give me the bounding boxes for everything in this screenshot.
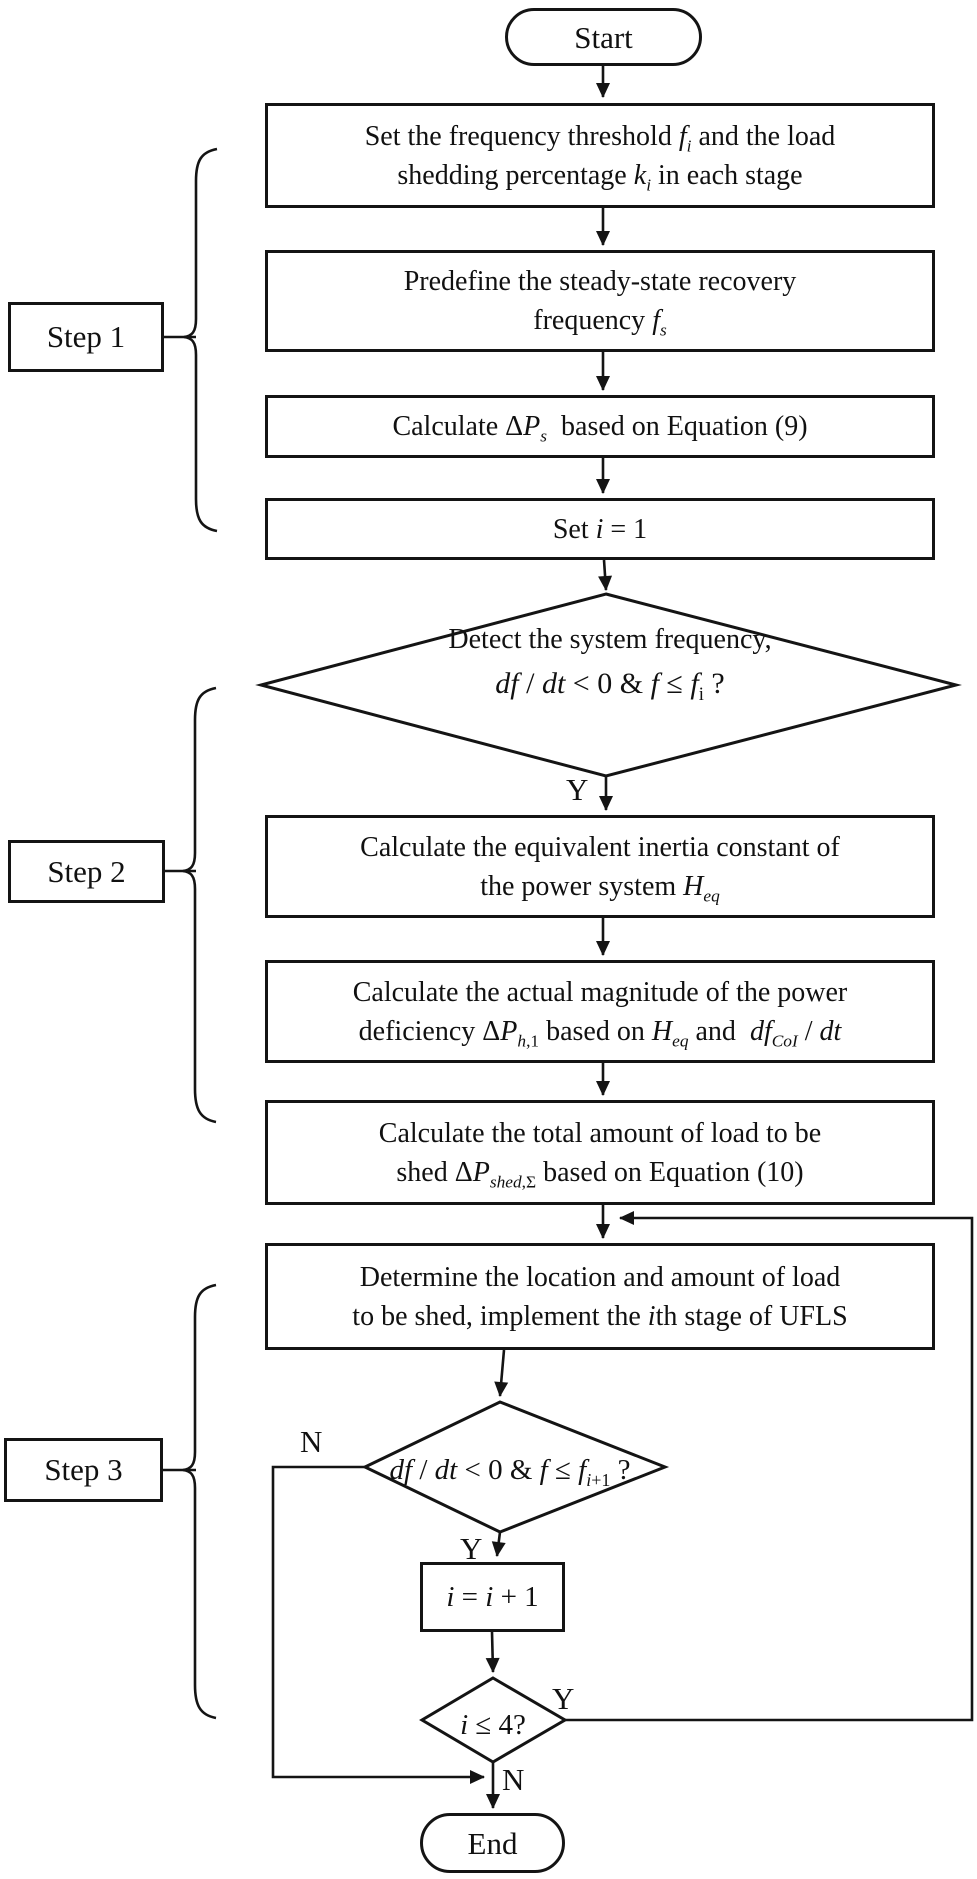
decision-stage-limit-diamond bbox=[419, 1676, 568, 1764]
process-increment-i: i = i + 1 bbox=[420, 1562, 565, 1632]
step1-brace bbox=[183, 147, 218, 533]
step-2-label: Step 2 bbox=[47, 853, 126, 889]
step-1-label: Step 1 bbox=[46, 319, 126, 354]
decision-text-line: i ≤ 4? bbox=[460, 1709, 526, 1741]
decision-next-stage-text: df / dt < 0 & f ≤ fi+1 ? bbox=[345, 1448, 675, 1492]
process-text-line: Calculate ΔPs based on Equation (9) bbox=[392, 411, 808, 446]
process-text-line: Predefine the steady-state recovery bbox=[403, 266, 797, 297]
process-text-line: Calculate the total amount of load to be bbox=[378, 1117, 822, 1149]
arrow-seti-to-detect bbox=[598, 559, 613, 591]
step-2-label-box: Step 2 bbox=[8, 840, 165, 903]
decision-detect-diamond bbox=[255, 592, 962, 778]
process-predefine-frequency: Predefine the steady-state recovery freq… bbox=[265, 250, 935, 352]
process-set-threshold: Set the frequency threshold fi and the l… bbox=[265, 103, 935, 208]
end-label: End bbox=[467, 1825, 518, 1861]
process-text-line: Set the frequency threshold fi and the l… bbox=[364, 120, 836, 156]
decision-next-stage-diamond bbox=[361, 1400, 670, 1534]
process-calc-inertia: Calculate the equivalent inertia constan… bbox=[265, 815, 935, 918]
branch-label-stage-limit-no: N bbox=[502, 1762, 525, 1797]
process-text-line: deficiency ΔPh,1 based on Heq and dfCoI … bbox=[358, 1015, 842, 1051]
decision-detect-text: Detect the system frequency, df / dt < 0… bbox=[280, 618, 940, 706]
process-set-i: Set i = 1 bbox=[265, 498, 935, 560]
process-text-line: i = i + 1 bbox=[446, 1580, 539, 1613]
step-1-label-box: Step 1 bbox=[8, 302, 164, 372]
step-3-label-box: Step 3 bbox=[4, 1438, 163, 1502]
start-terminal: Start bbox=[505, 8, 702, 66]
process-determine-location: Determine the location and amount of loa… bbox=[265, 1243, 935, 1350]
process-text-line: shedding percentage ki in each stage bbox=[397, 159, 803, 195]
step2-brace bbox=[182, 686, 217, 1124]
arrow-determine-to-nextstage bbox=[494, 1349, 509, 1397]
branch-label-stage-limit-yes: Y bbox=[552, 1681, 575, 1716]
process-text-line: Set i = 1 bbox=[552, 513, 648, 545]
branch-label-detect-yes: Y bbox=[566, 772, 589, 807]
loop-stagelimit-yes bbox=[565, 1211, 974, 1722]
decision-stage-limit-text: i ≤ 4? bbox=[425, 1703, 561, 1747]
process-text-line: Calculate the equivalent inertia constan… bbox=[360, 831, 840, 863]
decision-text-line: df / dt < 0 & f ≤ fi+1 ? bbox=[389, 1454, 631, 1490]
process-calc-total-shed: Calculate the total amount of load to be… bbox=[265, 1100, 935, 1205]
process-calc-deficiency: Calculate the actual magnitude of the po… bbox=[265, 960, 935, 1063]
process-text-line: frequency fs bbox=[533, 305, 667, 340]
start-label: Start bbox=[574, 19, 633, 55]
process-calculate-dps: Calculate ΔPs based on Equation (9) bbox=[265, 395, 935, 458]
arrow-nextstage-yes bbox=[491, 1531, 506, 1557]
process-text-line: Determine the location and amount of loa… bbox=[359, 1261, 841, 1293]
process-text-line: Calculate the actual magnitude of the po… bbox=[352, 976, 848, 1008]
branch-label-next-stage-yes: Y bbox=[460, 1531, 483, 1566]
end-terminal: End bbox=[420, 1813, 565, 1873]
process-text-line: the power system Heq bbox=[480, 870, 720, 906]
process-text-line: shed ΔPshed,Σ based on Equation (10) bbox=[396, 1156, 804, 1192]
decision-text-line: df / dt < 0 & f ≤ fi ? bbox=[495, 667, 725, 705]
step3-brace bbox=[182, 1283, 217, 1720]
decision-text-line: Detect the system frequency, bbox=[448, 624, 772, 655]
branch-nextstage-no bbox=[271, 1465, 485, 1784]
branch-label-next-stage-no: N bbox=[300, 1424, 323, 1459]
process-text-line: to be shed, implement the ith stage of U… bbox=[352, 1300, 848, 1332]
step-3-label: Step 3 bbox=[44, 1452, 123, 1487]
arrow-increment-to-stagelimit bbox=[485, 1631, 500, 1673]
